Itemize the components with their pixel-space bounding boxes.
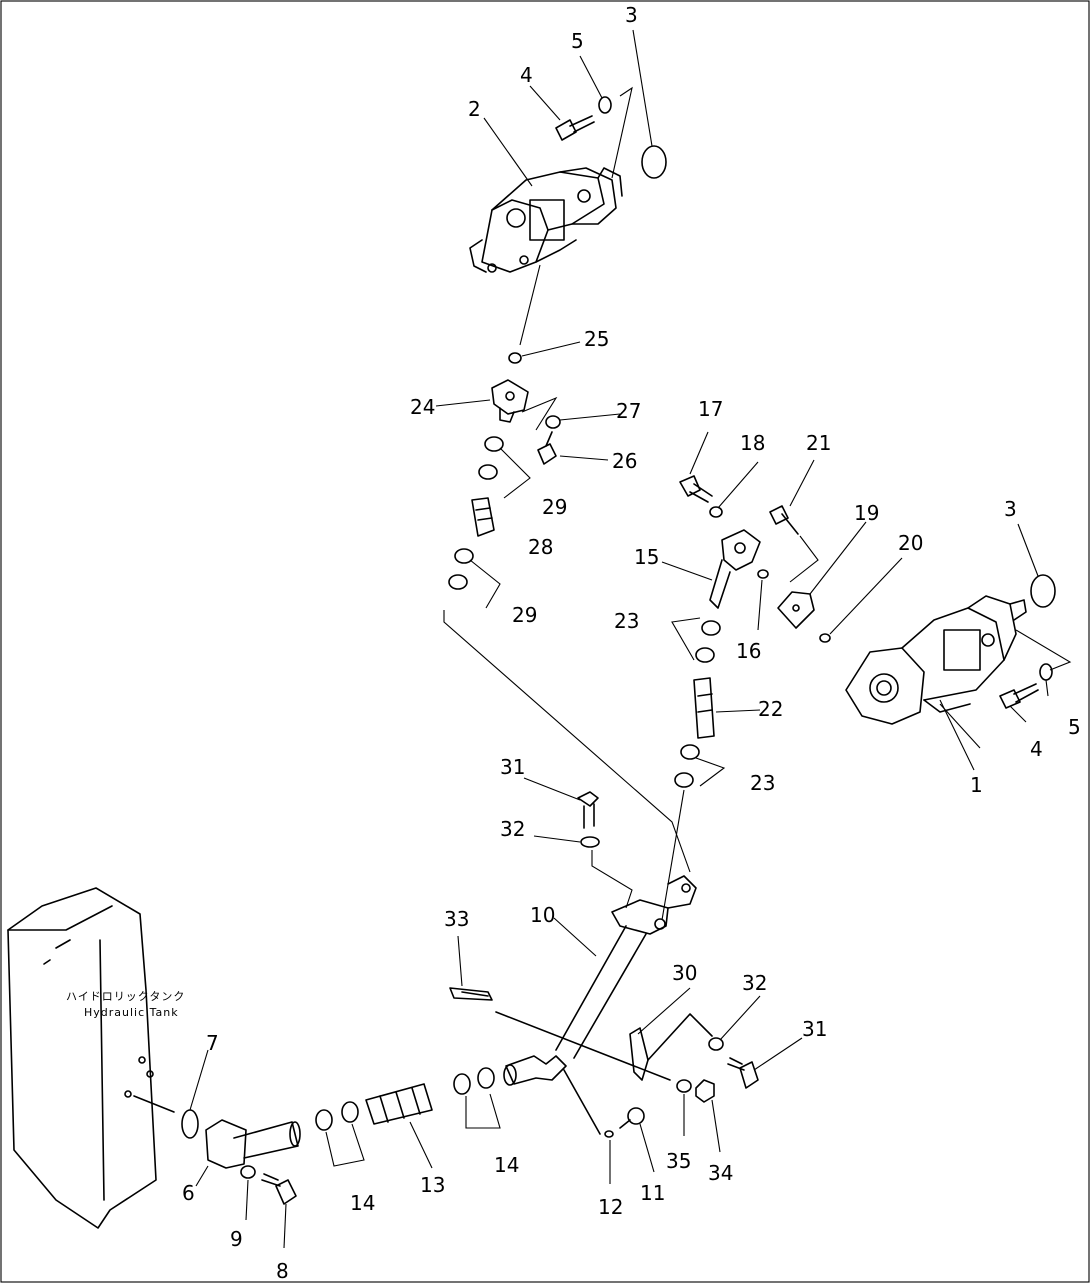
callout-7: 7	[206, 1031, 219, 1055]
plug-11	[619, 1107, 645, 1129]
callout-27: 27	[616, 399, 641, 423]
callout-3-right: 3	[1004, 497, 1017, 521]
o-ring-7	[181, 1109, 199, 1139]
clamp-23-upper	[695, 620, 721, 663]
callout-18: 18	[740, 431, 765, 455]
clamp-23-lower	[674, 744, 700, 788]
callout-31: 31	[500, 755, 525, 779]
callout-26: 26	[612, 449, 637, 473]
callout-12: 12	[598, 1195, 623, 1219]
callout-16: 16	[736, 639, 761, 663]
callout-14-left: 14	[350, 1191, 375, 1215]
hydraulic-pump-right	[845, 595, 1027, 725]
callout-4: 4	[520, 63, 533, 87]
callout-28: 28	[528, 535, 553, 559]
o-ring-25	[508, 352, 522, 364]
clamp-29-lower	[448, 548, 474, 590]
callout-32: 32	[500, 817, 525, 841]
bolt-21	[769, 505, 799, 535]
o-ring-3-right	[1030, 574, 1056, 608]
o-ring-18	[709, 506, 723, 518]
callout-6: 6	[182, 1181, 195, 1205]
callout-3: 3	[625, 3, 638, 27]
callout-11: 11	[640, 1181, 665, 1205]
washer-32-lower	[708, 1037, 724, 1051]
callout-31-lower: 31	[802, 1017, 827, 1041]
hose-22	[693, 677, 715, 739]
washer-5-right	[1039, 663, 1053, 681]
elbow-tube-near-12	[503, 1055, 601, 1135]
callout-10: 10	[530, 903, 555, 927]
callout-14-right: 14	[494, 1153, 519, 1177]
elbow-pipe-6	[205, 1119, 301, 1169]
callout-33: 33	[444, 907, 469, 931]
callout-13: 13	[420, 1173, 445, 1197]
callout-30: 30	[672, 961, 697, 985]
clamp-14-right	[453, 1067, 495, 1095]
flange-19	[777, 591, 815, 629]
hose-13	[365, 1083, 433, 1125]
callout-23-lower: 23	[750, 771, 775, 795]
bolt-26	[537, 431, 557, 465]
o-ring-12	[604, 1130, 614, 1138]
bolt-17	[679, 475, 713, 503]
callout-5-right: 5	[1068, 715, 1081, 739]
callout-35: 35	[666, 1149, 691, 1173]
o-ring-20	[819, 633, 831, 643]
tank-label-japanese: ハイドロリックタンク	[66, 990, 185, 1003]
callout-4-right: 4	[1030, 737, 1043, 761]
callout-labels: 3 5 4 2 25 24 27 26 29 28 29 17 18 21 19…	[182, 3, 1081, 1283]
callout-22: 22	[758, 697, 783, 721]
washer-5-top	[598, 96, 612, 114]
o-ring-3-top	[641, 145, 667, 179]
bolt-31-lower	[727, 1057, 759, 1089]
clamp-14-left	[315, 1101, 359, 1131]
washer-32-upper	[580, 836, 600, 848]
callout-24: 24	[410, 395, 435, 419]
bolt-31-upper	[577, 791, 599, 829]
bolt-4-top	[555, 115, 595, 141]
callout-15: 15	[634, 545, 659, 569]
callout-23: 23	[614, 609, 639, 633]
hose-28	[471, 497, 495, 537]
callout-9: 9	[230, 1227, 243, 1251]
hydraulic-tank	[7, 887, 175, 1229]
bolt-8	[261, 1173, 297, 1205]
leader-lines	[189, 29, 1049, 1249]
bolt-4-right	[999, 683, 1039, 709]
callout-19: 19	[854, 501, 879, 525]
callout-29: 29	[542, 495, 567, 519]
clip-33	[449, 987, 671, 1081]
pipe-10	[555, 875, 697, 1059]
washer-35	[676, 1079, 692, 1093]
washer-9	[240, 1165, 256, 1179]
nut-34	[695, 1079, 715, 1103]
callout-5: 5	[571, 29, 584, 53]
bracket-30	[629, 1013, 713, 1081]
washer-27	[545, 415, 561, 429]
callout-8: 8	[276, 1259, 289, 1283]
o-ring-16	[757, 569, 769, 579]
callout-21: 21	[806, 431, 831, 455]
callout-20: 20	[898, 531, 923, 555]
callout-34: 34	[708, 1161, 733, 1185]
hydraulic-pump-top	[469, 167, 623, 273]
clamp-29-upper	[478, 436, 504, 480]
flange-24	[491, 379, 529, 423]
tank-label-english: Hydraulic Tank	[84, 1006, 179, 1019]
callout-17: 17	[698, 397, 723, 421]
callout-2: 2	[468, 97, 481, 121]
callout-1: 1	[970, 773, 983, 797]
callout-32-lower: 32	[742, 971, 767, 995]
elbow-pipe-15	[709, 529, 761, 609]
callout-25: 25	[584, 327, 609, 351]
callout-29-lower: 29	[512, 603, 537, 627]
